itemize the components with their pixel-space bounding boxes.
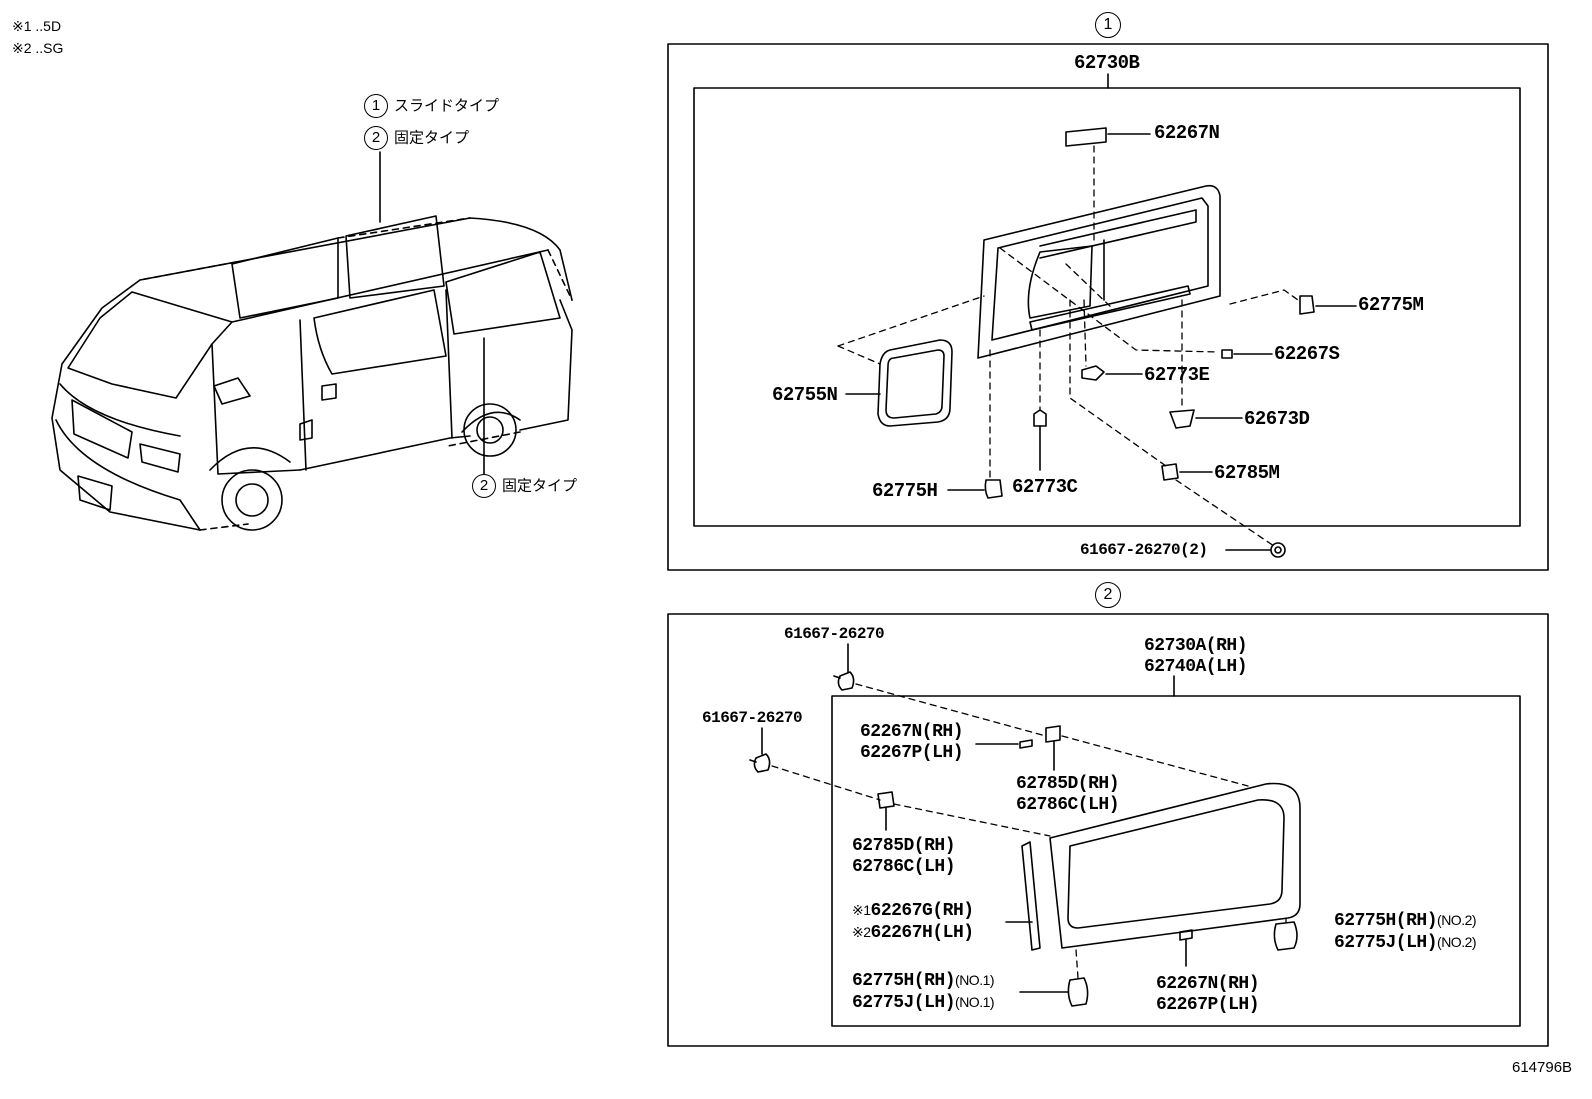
part-clip-b: 61667-26270 (702, 709, 803, 727)
part-62786C-lh-b: 62786C(LH) (852, 857, 956, 877)
legend-item-2: 2 固定タイプ (364, 126, 469, 150)
legend-text-1: スライドタイプ (394, 96, 500, 115)
part-62267N-62267P: 62267N(RH) 62267P(LH) (860, 722, 964, 764)
section1-marker: 1 (1095, 12, 1121, 38)
section1-drawing (667, 43, 1549, 571)
part-62775H-62775J-no1: 62775H(RH)(NO.1) 62775J(LH)(NO.1) (852, 970, 995, 1014)
part-62785D-62786C-a: 62785D(RH) 62786C(LH) (1016, 774, 1120, 816)
part-62775J-lh-no2: 62775J(LH) (1334, 933, 1438, 953)
note-1: ※1 ..5D (12, 18, 62, 34)
part-62775H-rh-no1: 62775H(RH) (852, 971, 956, 991)
stop1-no-b: (NO.1) (955, 994, 995, 1010)
part-62755N: 62755N (772, 384, 838, 406)
part-62267G-rh: 62267G(RH) (870, 901, 975, 921)
part-62673D: 62673D (1244, 408, 1310, 430)
part-62775H-rh-no2: 62775H(RH) (1334, 911, 1438, 931)
part-62786C-lh-a: 62786C(LH) (1016, 795, 1120, 815)
part-62730B: 62730B (1074, 52, 1140, 74)
part-62785D-rh-a: 62785D(RH) (1016, 774, 1120, 794)
part-62267N: 62267N (1154, 122, 1220, 144)
part-62785D-62786C-b: 62785D(RH) 62786C(LH) (852, 836, 956, 878)
legend-callout-marker: 2 (472, 474, 496, 498)
part-62785M: 62785M (1214, 462, 1280, 484)
section2-drawing (667, 613, 1549, 1047)
part-62730A-62740A: 62730A(RH) 62740A(LH) (1144, 636, 1248, 678)
note-2: ※2 ..SG (12, 40, 64, 56)
part-clip-a: 61667-26270 (784, 625, 885, 643)
part-62267H-lh: 62267H(LH) (870, 923, 975, 943)
part-62773E: 62773E (1144, 364, 1210, 386)
van-illustration (51, 151, 573, 531)
part-62775H: 62775H (872, 480, 938, 502)
legend-marker-2: 2 (364, 126, 388, 150)
part-62267N-62267P-lower: 62267N(RH) 62267P(LH) (1156, 974, 1260, 1016)
part-62267S: 62267S (1274, 343, 1340, 365)
part-62267G-62267H: ※162267G(RH) ※262267H(LH) (852, 900, 974, 944)
legend-callout: 2 固定タイプ (472, 474, 577, 498)
part-62267P-lh-lower: 62267P(LH) (1156, 995, 1260, 1015)
part-62267P-lh: 62267P(LH) (860, 743, 964, 763)
part-62740A-lh: 62740A(LH) (1144, 657, 1248, 677)
stop2-no-a: (NO.2) (1437, 912, 1477, 928)
part-62775M: 62775M (1358, 294, 1424, 316)
part-61667-26270-qty2: 61667-26270(2) (1080, 541, 1208, 559)
part-62775H-62775J-no2: 62775H(RH)(NO.2) 62775J(LH)(NO.2) (1334, 910, 1477, 954)
mould-note-1: ※1 (852, 902, 871, 918)
legend-text-2: 固定タイプ (394, 128, 470, 147)
mould-note-2: ※2 (852, 924, 871, 940)
part-62267N-rh-lower: 62267N(RH) (1156, 974, 1260, 994)
diagram-id: 614796B (1512, 1059, 1573, 1076)
stop1-no-a: (NO.1) (955, 972, 995, 988)
part-62785D-rh-b: 62785D(RH) (852, 836, 956, 856)
legend-callout-text: 固定タイプ (502, 476, 578, 495)
part-62267N-rh: 62267N(RH) (860, 722, 964, 742)
part-62730A-rh: 62730A(RH) (1144, 636, 1248, 656)
section2-marker: 2 (1095, 582, 1121, 608)
legend-item-1: 1 スライドタイプ (364, 94, 499, 118)
legend-marker-1: 1 (364, 94, 388, 118)
stop2-no-b: (NO.2) (1437, 934, 1477, 950)
part-62773C: 62773C (1012, 476, 1078, 498)
part-62775J-lh-no1: 62775J(LH) (852, 993, 956, 1013)
